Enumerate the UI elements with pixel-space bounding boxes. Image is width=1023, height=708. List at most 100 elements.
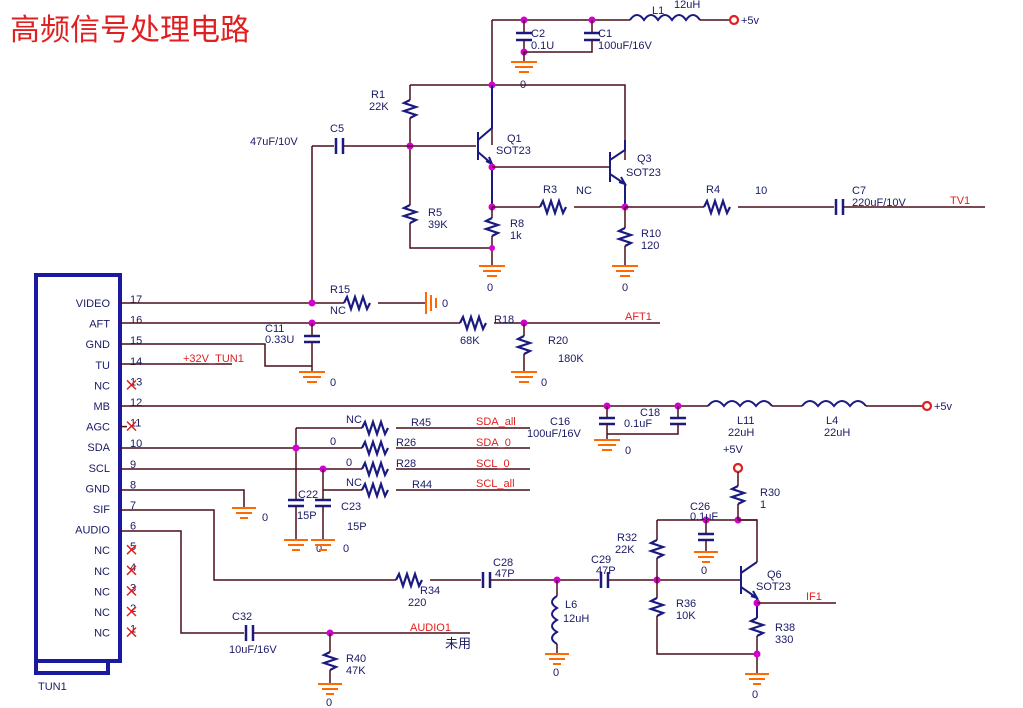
diagram-title: 高频信号处理电路 xyxy=(10,13,250,48)
c5-value: 47uF/10V xyxy=(250,136,298,148)
r10-ref: R10 xyxy=(641,228,661,240)
pin-number-9: 9 xyxy=(130,459,136,471)
pin-label-7: SIF xyxy=(93,504,110,516)
r26-value: 0 xyxy=(330,436,336,448)
r38-ref: R38 xyxy=(775,622,795,634)
mb-supply: 0 C16 100uF/16V C18 0.1uF L11 22uH L4 22… xyxy=(120,400,953,457)
l6-value: 12uH xyxy=(563,613,589,625)
l11-value: 22uH xyxy=(728,427,754,439)
r18-value: 68K xyxy=(460,335,480,347)
no-connect-mark xyxy=(126,379,137,390)
r20-value: 180K xyxy=(558,353,584,365)
l4-ref: L4 xyxy=(826,415,838,427)
vcc-label-if: +5V xyxy=(723,444,744,456)
r8-ref: R8 xyxy=(510,218,524,230)
c11-value: 0.33U xyxy=(265,334,294,346)
pin-label-17: VIDEO xyxy=(76,298,111,310)
r32-ref: R32 xyxy=(617,532,637,544)
pin-number-13: 13 xyxy=(130,376,142,388)
i2c-section: NC R45 SDA_all 0 R26 SDA_0 0 R28 SCL_0 N… xyxy=(120,414,530,555)
gnd-label-r40: 0 xyxy=(326,697,332,708)
r20-ref: R20 xyxy=(548,335,568,347)
r26-ref: R26 xyxy=(396,437,416,449)
gnd-label-r8: 0 xyxy=(487,282,493,294)
r18-ref: R18 xyxy=(494,314,514,326)
no-connect-mark xyxy=(126,421,137,432)
video-buffer: R1 22K R5 39K C5 47uF/10V Q1 SOT23 Q3 SO… xyxy=(250,85,985,303)
gnd-label-r20: 0 xyxy=(541,377,547,389)
r15-ref: R15 xyxy=(330,284,350,296)
gnd-label-c11: 0 xyxy=(330,377,336,389)
sda0-label: SDA_0 xyxy=(476,437,511,449)
r40-ref: R40 xyxy=(346,653,366,665)
c16-ref: C16 xyxy=(550,416,570,428)
c29-value: 47P xyxy=(596,565,616,577)
r32-value: 22K xyxy=(615,544,635,556)
l1-ref: L1 xyxy=(652,5,664,17)
r5-value: 39K xyxy=(428,219,448,231)
r28-value: 0 xyxy=(346,457,352,469)
r30-ref: R30 xyxy=(760,487,780,499)
c22-value: 15P xyxy=(297,510,317,522)
vcc-terminal-if xyxy=(732,462,744,474)
r34-ref: R34 xyxy=(420,585,440,597)
tun32-net-label: +32V_TUN1 xyxy=(183,353,244,365)
sif-if-amp: R34 220 C28 47P 0 L6 12uH C29 47P R32 22… xyxy=(120,444,836,701)
pin-label-6: AUDIO xyxy=(75,525,110,537)
pin-number-7: 7 xyxy=(130,500,136,512)
pin-number-8: 8 xyxy=(130,479,136,491)
r3-value: NC xyxy=(576,185,592,197)
c16-value: 100uF/16V xyxy=(527,428,581,440)
connector-nets-upper: 0 R15 NC R18 68K AFT1 0 R20 180K 0 C11 0… xyxy=(120,284,660,389)
pin-label-9: SCL xyxy=(89,463,110,475)
c5-ref: C5 xyxy=(330,123,344,135)
c18-value: 0.1uF xyxy=(624,418,652,430)
q3-ref: Q3 xyxy=(637,153,652,165)
r5-ref: R5 xyxy=(428,207,442,219)
aft1-net-label: AFT1 xyxy=(625,311,652,323)
r28-ref: R28 xyxy=(396,458,416,470)
junction-dot xyxy=(308,299,316,307)
pin-label-14: TU xyxy=(95,360,110,372)
no-connect-mark xyxy=(126,585,137,596)
c7-value: 220uF/10V xyxy=(852,197,906,209)
c2-ref: C2 xyxy=(531,28,545,40)
sda-all-label: SDA_all xyxy=(476,416,516,428)
r4-ref: R4 xyxy=(706,184,720,196)
pin-label-5: NC xyxy=(94,545,110,557)
pin-label-1: NC xyxy=(94,628,110,640)
gnd-label-c26: 0 xyxy=(701,565,707,577)
vcc-label-mb: +5v xyxy=(934,401,953,413)
q6-ref: Q6 xyxy=(767,569,782,581)
q3-value: SOT23 xyxy=(626,167,661,179)
pin-number-10: 10 xyxy=(130,438,142,450)
r45-value: NC xyxy=(346,414,362,426)
pin-label-16: AFT xyxy=(89,319,110,331)
audio-section: C32 10uF/16V AUDIO1 未用 0 R40 47K xyxy=(120,530,471,708)
r36-ref: R36 xyxy=(676,598,696,610)
l11-ref: L11 xyxy=(737,415,755,427)
pin-label-8: GND xyxy=(86,483,111,495)
r45-ref: R45 xyxy=(411,417,431,429)
r15-value: NC xyxy=(330,305,346,317)
pin-label-3: NC xyxy=(94,586,110,598)
c1-value: 100uF/16V xyxy=(598,40,652,52)
no-connect-mark xyxy=(126,565,137,576)
c18-ref: C18 xyxy=(640,407,660,419)
pin-number-17: 17 xyxy=(130,294,142,306)
r3-ref: R3 xyxy=(543,184,557,196)
pin-number-16: 16 xyxy=(130,315,142,327)
c1-ref: C1 xyxy=(598,28,612,40)
c28-ref: C28 xyxy=(493,557,513,569)
scl-all-label: SCL_all xyxy=(476,478,515,490)
r8-value: 1k xyxy=(510,230,522,242)
gnd-label-r15: 0 xyxy=(442,298,448,310)
pin-label-15: GND xyxy=(86,339,111,351)
gnd-label-pin8: 0 xyxy=(262,512,268,524)
r44-value: NC xyxy=(346,477,362,489)
junction-dot xyxy=(753,650,761,658)
r44-ref: R44 xyxy=(412,479,432,491)
junction-dot xyxy=(489,245,495,251)
junction-dot xyxy=(292,444,300,452)
